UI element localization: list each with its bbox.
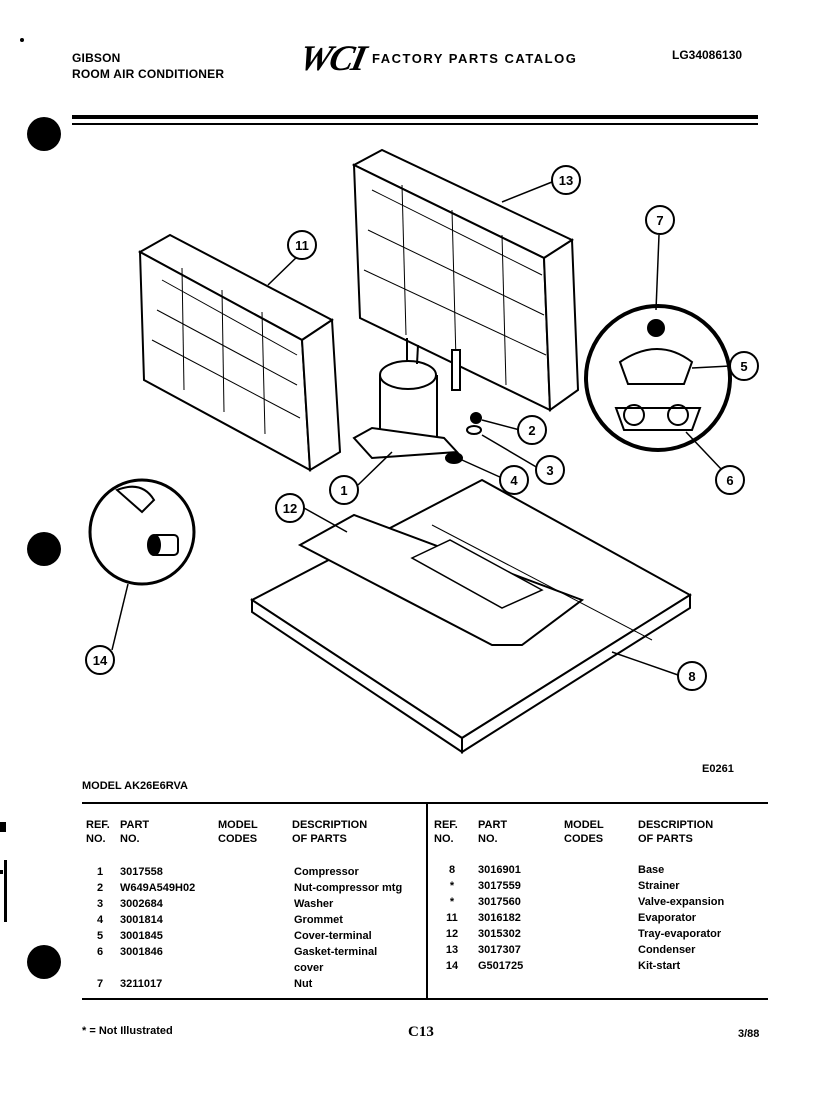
page-number: C13 (408, 1024, 434, 1040)
header-rule-thin (72, 123, 758, 125)
callout-7: 7 (656, 213, 663, 228)
table-divider (426, 804, 428, 998)
callout-6: 6 (726, 473, 733, 488)
callout-13: 13 (559, 173, 573, 188)
condenser-illustration (351, 148, 580, 412)
terminal-cover-detail (584, 304, 732, 452)
header-rule-thick (72, 115, 758, 119)
callout-5: 5 (740, 359, 747, 374)
product-name: ROOM AIR CONDITIONER (72, 67, 225, 81)
table-bottom-rule (82, 998, 768, 1000)
edge-scan-marks (0, 822, 7, 922)
table-top-rule (82, 802, 768, 804)
evaporator-illustration (137, 233, 342, 472)
binder-hole-bottom (27, 945, 61, 979)
compressor-illustration (352, 338, 461, 460)
binder-hole-top (27, 117, 61, 151)
callout-12: 12 (283, 501, 297, 516)
exploded-parts-diagram: 11 13 7 5 6 2 3 4 1 12 8 14 (85, 148, 759, 754)
leader-lines (111, 181, 731, 676)
callout-1: 1 (340, 483, 347, 498)
callout-14: 14 (93, 653, 108, 668)
callout-2: 2 (528, 423, 535, 438)
base-illustration (250, 478, 692, 754)
callout-11: 11 (295, 238, 309, 253)
table-row: cover (294, 962, 324, 974)
wci-logo: WCI (295, 38, 369, 78)
not-illustrated-note: * = Not Illustrated (82, 1025, 173, 1037)
catalog-number: LG34086130 (672, 48, 743, 62)
header-ref-right: REF.NO. (434, 819, 458, 845)
binder-hole-middle (27, 532, 61, 566)
header-brand-block: GIBSON ROOM AIR CONDITIONER (72, 50, 224, 82)
callout-3: 3 (546, 463, 553, 478)
model-number: MODEL AK26E6RVA (82, 780, 188, 792)
catalog-title: FACTORY PARTS CATALOG (372, 50, 578, 66)
callout-circles (85, 165, 759, 691)
speck (20, 38, 24, 42)
header-ref-left: REF.NO. (86, 819, 110, 845)
brand-name: GIBSON (72, 51, 121, 65)
revision-date: 3/88 (738, 1028, 760, 1040)
header-logo-block: WCI FACTORY PARTS CATALOG (296, 38, 578, 78)
callout-8: 8 (688, 669, 695, 684)
diagram-code: E0261 (702, 763, 734, 775)
callout-4: 4 (510, 473, 518, 488)
start-kit-detail (88, 478, 196, 586)
